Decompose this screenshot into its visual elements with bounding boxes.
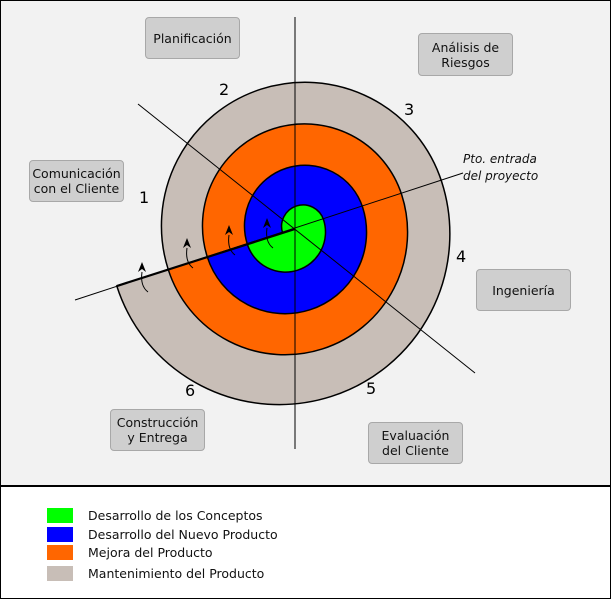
direction-arrow-icon	[141, 271, 149, 293]
box-planificacion: Planificación	[145, 17, 240, 59]
phase-number-2: 2	[219, 80, 230, 99]
phase-number-1: 1	[139, 188, 150, 207]
legend-label: Desarrollo de los Conceptos	[88, 508, 263, 523]
legend	[0, 486, 611, 599]
legend-swatch	[47, 566, 73, 581]
phase-number-4: 4	[456, 247, 467, 266]
spiral-diagram	[74, 17, 476, 449]
arrowhead-icon	[263, 218, 271, 228]
entry-point-label: Pto. entrada del proyecto	[463, 152, 539, 183]
concepts-ring	[246, 204, 327, 273]
box-construccion: Construcción y Entrega	[110, 409, 205, 451]
direction-arrow-icon	[186, 247, 194, 269]
legend-label: Mejora del Producto	[88, 545, 213, 560]
box-analisis-riesgos: Análisis de Riesgos	[418, 33, 513, 76]
arrowhead-icon	[225, 225, 233, 235]
legend-swatch	[47, 508, 73, 523]
legend-swatch	[47, 527, 73, 542]
box-ingenieria: Ingeniería	[476, 269, 571, 311]
legend-item: Mejora del Producto	[47, 545, 213, 560]
direction-arrow-icon	[266, 227, 274, 249]
box-comunicacion: Comunicación con el Cliente	[29, 160, 124, 202]
phase-number-6: 6	[185, 381, 196, 400]
legend-item: Desarrollo de los Conceptos	[47, 508, 263, 523]
phase-number-5: 5	[366, 379, 377, 398]
direction-arrow-icon	[228, 234, 236, 256]
legend-label: Mantenimiento del Producto	[88, 566, 265, 581]
arrowhead-icon	[183, 238, 191, 248]
legend-swatch	[47, 545, 73, 560]
phase-number-3: 3	[404, 100, 415, 119]
legend-item: Mantenimiento del Producto	[47, 566, 264, 581]
box-evaluacion: Evaluación del Cliente	[368, 422, 463, 464]
arrowhead-icon	[138, 262, 146, 272]
legend-label: Desarrollo del Nuevo Producto	[88, 527, 278, 542]
legend-item: Desarrollo del Nuevo Producto	[47, 527, 278, 542]
diagonal-axis	[137, 103, 476, 374]
spiral-seam	[116, 227, 296, 288]
